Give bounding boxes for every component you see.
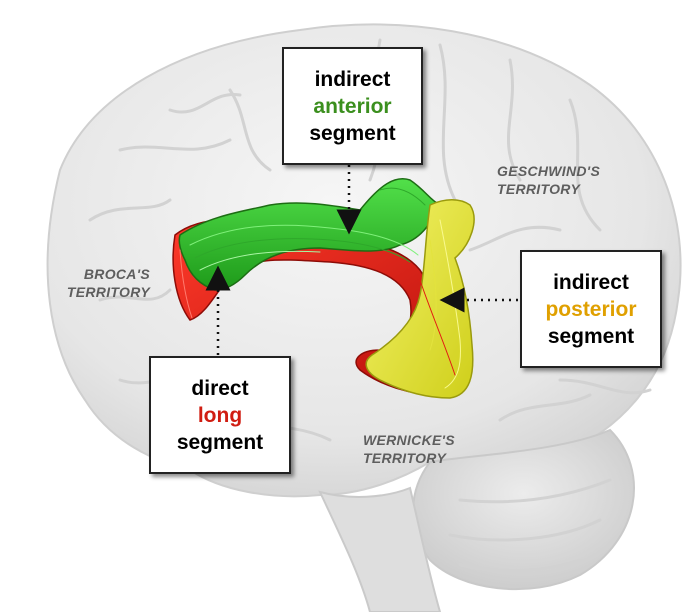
anterior-line2: anterior: [313, 93, 391, 120]
long-line3: segment: [177, 429, 263, 456]
long-line2: long: [198, 402, 242, 429]
geschwind-line2: TERRITORY: [497, 180, 600, 198]
broca-territory-label: BROCA'S TERRITORY: [54, 265, 150, 301]
long-line1: direct: [191, 375, 248, 402]
wernicke-territory-label: WERNICKE'S TERRITORY: [363, 431, 455, 467]
broca-line2: TERRITORY: [54, 283, 150, 301]
anterior-line3: segment: [309, 120, 395, 147]
indirect-posterior-segment-box: indirect posterior segment: [520, 250, 662, 368]
posterior-line2: posterior: [545, 296, 636, 323]
geschwind-line1: GESCHWIND'S: [497, 162, 600, 180]
wernicke-line2: TERRITORY: [363, 449, 455, 467]
wernicke-line1: WERNICKE'S: [363, 431, 455, 449]
broca-line1: BROCA'S: [54, 265, 150, 283]
posterior-line3: segment: [548, 323, 634, 350]
anterior-line1: indirect: [315, 66, 391, 93]
indirect-anterior-segment-box: indirect anterior segment: [282, 47, 423, 165]
geschwind-territory-label: GESCHWIND'S TERRITORY: [497, 162, 600, 198]
direct-long-segment-box: direct long segment: [149, 356, 291, 474]
posterior-line1: indirect: [553, 269, 629, 296]
